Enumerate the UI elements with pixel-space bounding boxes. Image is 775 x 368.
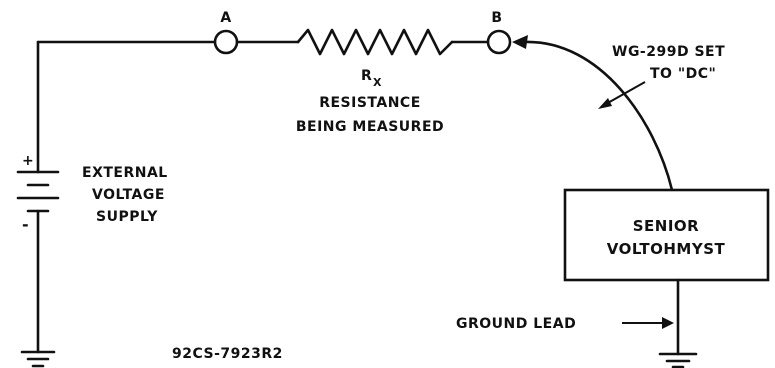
supply-line1: EXTERNAL: [82, 165, 168, 181]
meter-label-line1: SENIOR: [633, 217, 700, 235]
battery-symbol: [16, 170, 60, 213]
terminal-b-label: B: [491, 10, 502, 26]
battery-minus: -: [22, 215, 29, 234]
probe-label-arrowhead: [598, 98, 612, 109]
ground-lead-label: GROUND LEAD: [456, 316, 576, 332]
battery-plus: +: [22, 153, 34, 169]
resistor-caption-line1: RESISTANCE: [319, 95, 421, 111]
terminal-b: [486, 29, 512, 55]
probe-label-pointer: [605, 81, 646, 105]
probe-label-line2: TO "DC": [650, 66, 716, 82]
resistor-rx: [296, 28, 454, 56]
meter-box: [563, 188, 770, 282]
ground-lead-arrowhead: [662, 317, 674, 329]
drawing-number: 92CS-7923R2: [172, 346, 283, 362]
ground-symbol-right: [658, 352, 698, 368]
resistor-caption-line2: BEING MEASURED: [296, 119, 444, 135]
probe-label-line1: WG-299D SET: [612, 44, 725, 60]
terminal-a: [213, 29, 239, 55]
ground-symbol-left: [20, 350, 56, 368]
meter-label-line2: VOLTOHMYST: [607, 240, 726, 258]
supply-line3: SUPPLY: [96, 209, 158, 225]
probe-cable: [523, 40, 674, 192]
resistor-symbol: R: [361, 68, 372, 84]
probe-tip-arrow: [512, 35, 528, 49]
terminal-a-label: A: [220, 10, 231, 26]
resistor-symbol-subscript: X: [373, 76, 382, 89]
supply-line2: VOLTAGE: [92, 187, 165, 203]
